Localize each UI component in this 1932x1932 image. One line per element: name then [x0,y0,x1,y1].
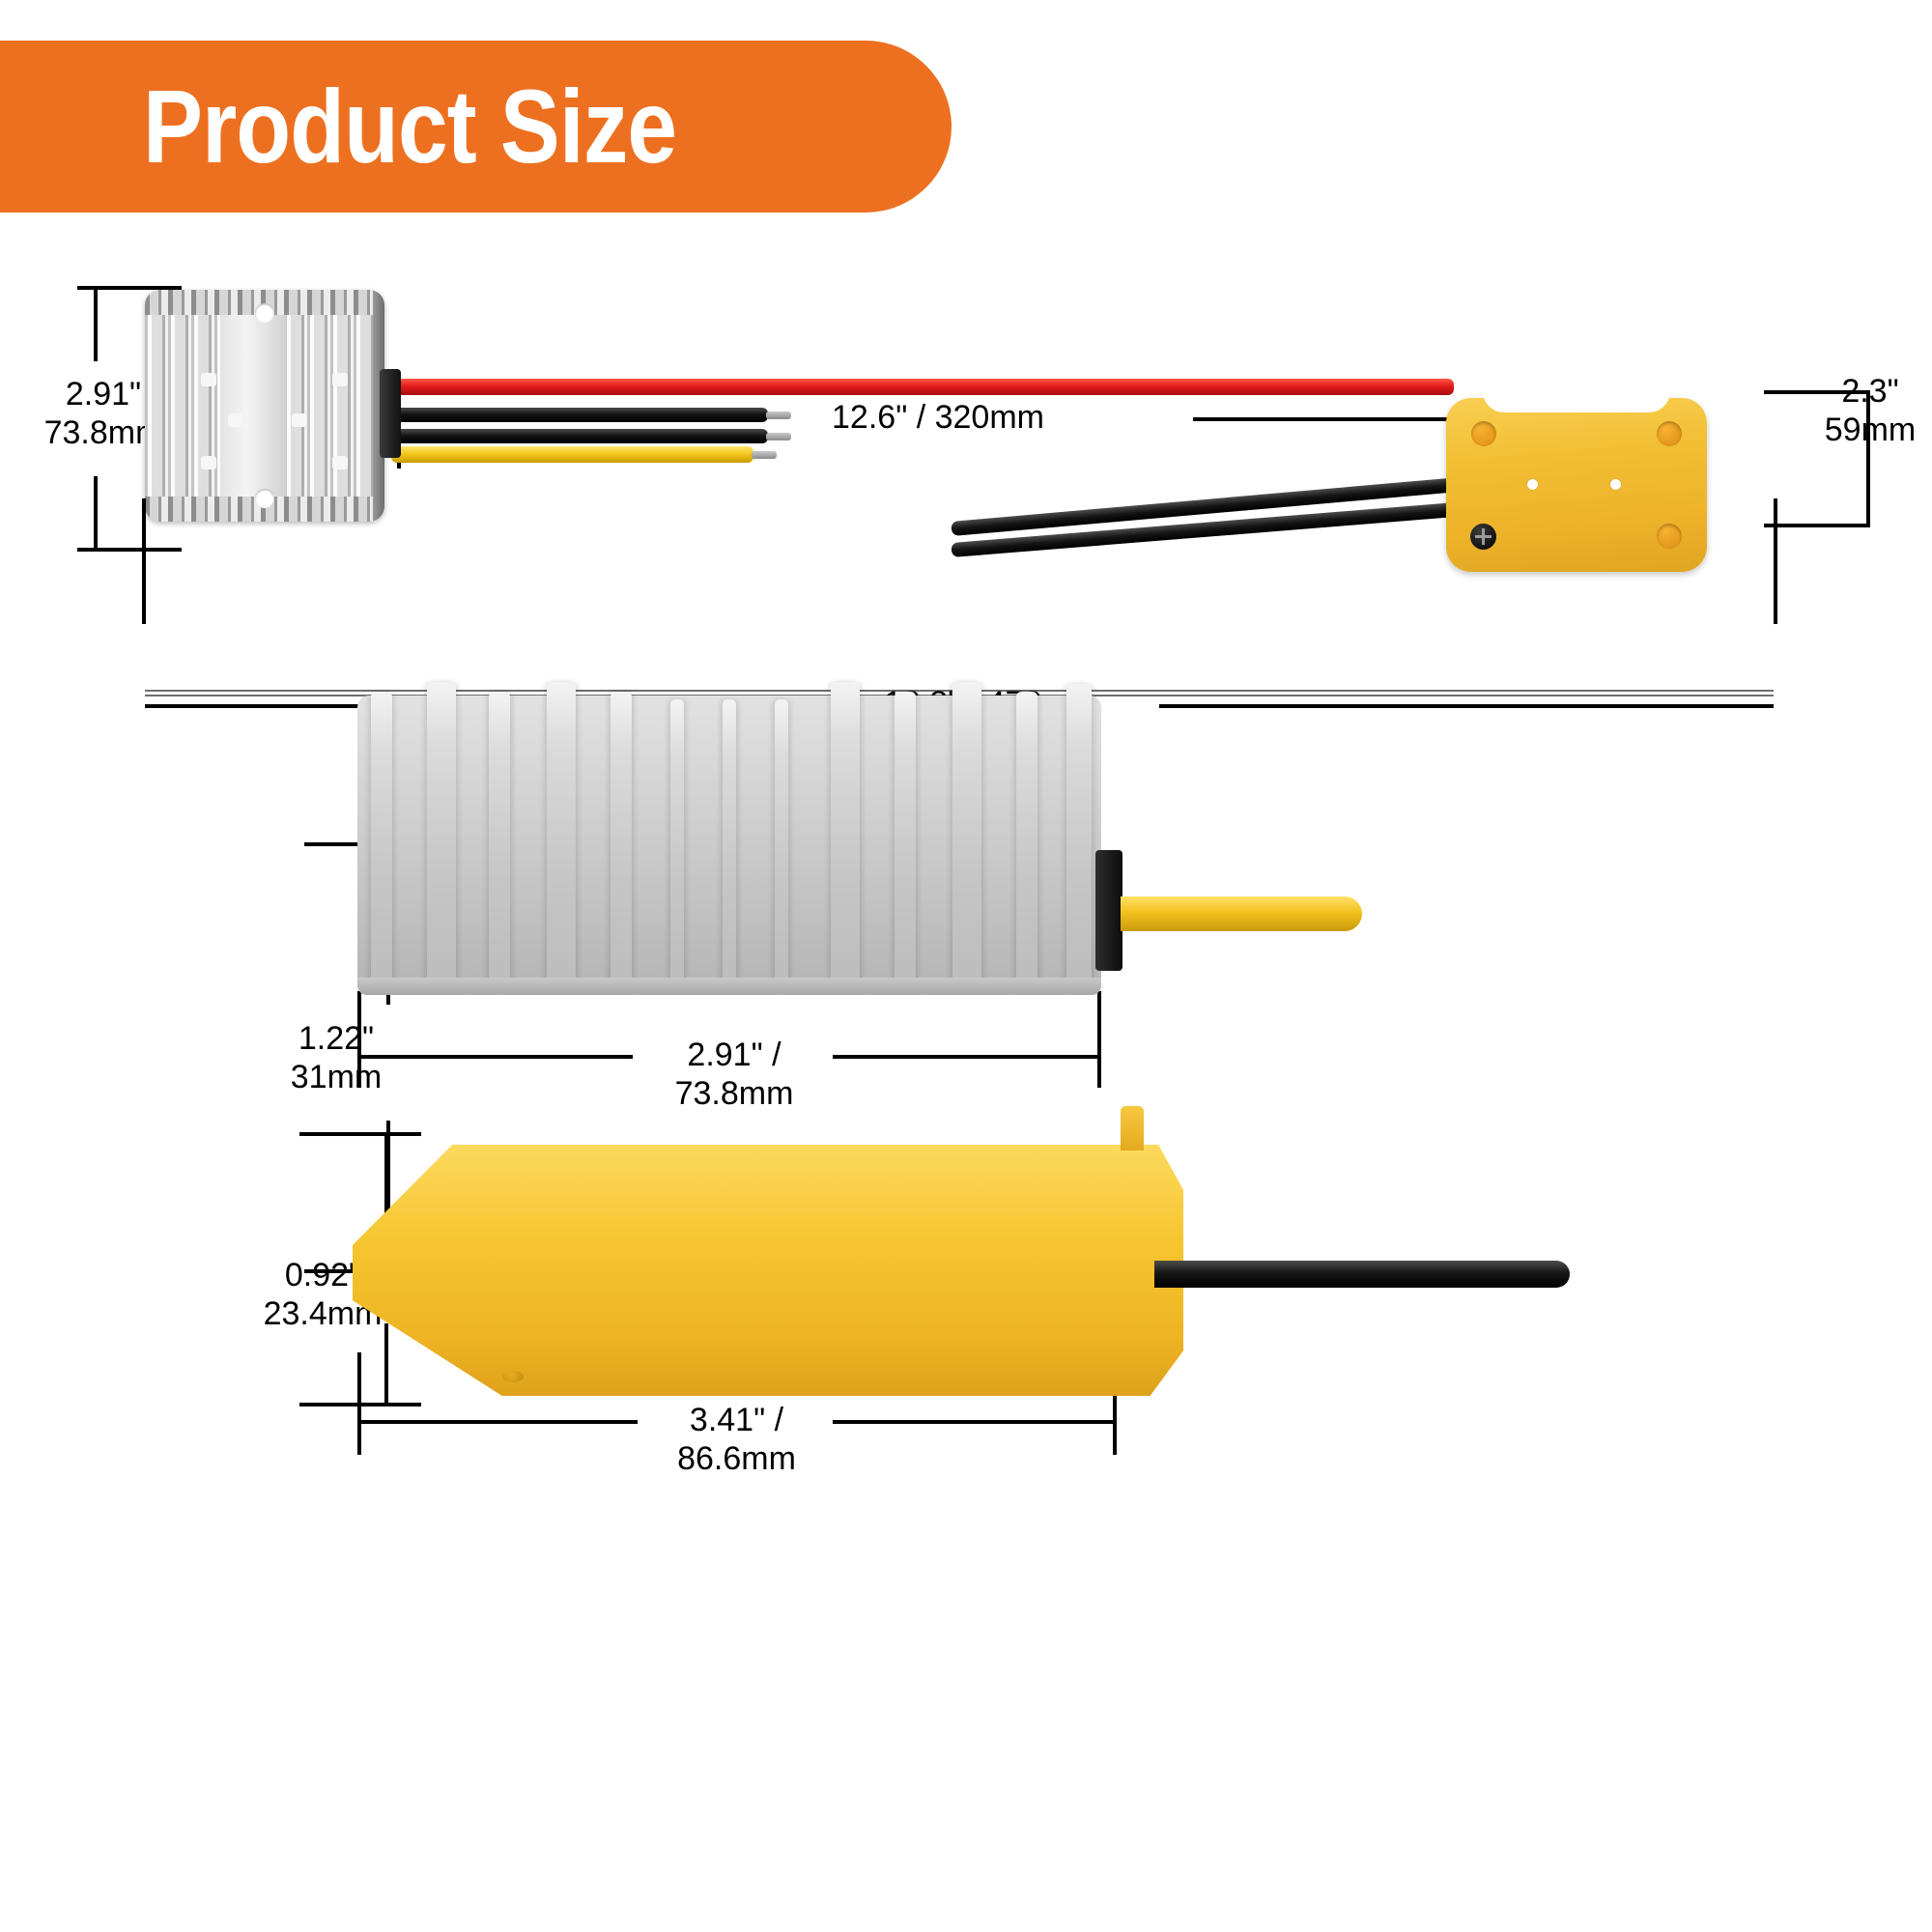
header-banner: Product Size [0,41,952,213]
dim-line-top-left-height-lower [94,476,98,552]
mounting-hole-bottom [255,489,274,508]
fin-notch-5 [332,373,348,386]
wire-tip-black-lower [766,433,791,440]
fin-notch-1 [201,373,216,386]
profile-fin-9 [831,682,860,980]
dim-line-profile-width-left [357,991,361,1088]
dim-line-cable-span-right [1193,417,1483,421]
adapter-screw-bl [1470,524,1496,550]
profile-fin-6 [670,699,684,980]
adapter-profile-tab [1121,1106,1144,1151]
profile-fin-2 [427,682,456,980]
wire-black-upper [391,408,768,422]
dim-line-adapterlength-left [357,1352,361,1455]
dim-line-profile-height-lower [386,1121,390,1273]
cable-grommet-top-view [380,369,401,458]
fin-notch-2 [228,413,243,427]
dim-line-profile-width-right [1097,991,1101,1088]
adapter-corner-hole-tl [1471,421,1496,446]
battery-adapter-top-view [1446,391,1707,572]
converter-right-edge [373,290,384,522]
dim-label-cable-length: 12.6" / 320mm [832,399,1044,436]
dim-line-adapterprofile-height-lower [384,1323,388,1406]
heatsink-center-plate [220,299,286,512]
dim-label-converter-height: 2.91" 73.8mm [43,376,163,452]
fin-notch-3 [292,413,307,427]
dim-tick-top-left-upper [77,286,182,290]
dim-tick-adapterprofile-top [299,1132,421,1136]
dim-label-profile-height: 1.22" 31mm [290,1020,383,1096]
profile-fin-1 [371,692,392,980]
dim-line-top-left-height [94,286,98,361]
dim-line-total-span-right [1159,704,1774,708]
profile-fin-11 [952,682,981,980]
dim-tick-adapter-upper [1764,390,1868,394]
dim-tick-top-left-lower [77,548,182,552]
profile-fin-7 [723,699,736,980]
dim-label-adapterlength: 3.41" / 86.6mm [677,1402,796,1478]
profile-fin-10 [895,692,916,980]
dim-label-adapter-height: 2.3" 59mm [1824,373,1917,449]
fin-notch-4 [201,456,216,469]
dim-line-adapter-height-upper [1866,390,1870,460]
adapter-profile-port [502,1371,524,1382]
profile-fin-12 [1016,692,1037,980]
converter-profile-foot [357,978,1101,995]
dim-line-adapterlength-span-right [833,1420,1115,1424]
wire-yellow [391,446,753,463]
adapter-center-pin-right [1610,479,1621,490]
fin-notch-6 [332,456,348,469]
wire-black-lower [391,429,768,443]
dim-line-adapter-height-lower [1866,458,1870,527]
page-title: Product Size [143,68,677,185]
wire-red [391,379,1454,395]
profile-fin-13 [1066,684,1092,980]
wire-tip-yellow [752,451,777,459]
profile-fin-8 [775,699,788,980]
adapter-side-profile [353,1106,1183,1396]
profile-yellow-cable [1121,896,1362,931]
dim-tick-adapter-lower [1764,524,1868,527]
dim-line-total-right [1774,498,1777,624]
adapter-profile-shell [353,1145,1183,1396]
adapter-center-pin-left [1527,479,1538,490]
adapter-profile-black-cable [1154,1261,1570,1288]
mounting-hole-top [255,303,274,323]
dim-line-adapterlength-span-left [359,1420,638,1424]
dim-line-profile-width-span-left [359,1055,633,1059]
dim-label-profile-width: 2.91" / 73.8mm [674,1037,794,1113]
dim-line-adapterlength-right [1113,1352,1117,1455]
adapter-corner-hole-br [1657,524,1682,549]
adapter-corner-hole-tr [1657,421,1682,446]
dim-tick-profile-top [304,842,401,846]
dim-line-total-left [142,498,146,624]
wire-tip-black-upper [766,412,791,419]
profile-fin-4 [547,682,576,980]
dim-line-adapterprofile-height-upper [384,1132,388,1256]
profile-fin-5 [611,692,632,980]
profile-fin-3 [489,692,510,980]
converter-side-profile [357,676,1122,995]
profile-cable-grommet [1095,850,1122,971]
dc-converter-top-view [145,290,384,522]
dim-line-profile-width-span-right [833,1055,1099,1059]
